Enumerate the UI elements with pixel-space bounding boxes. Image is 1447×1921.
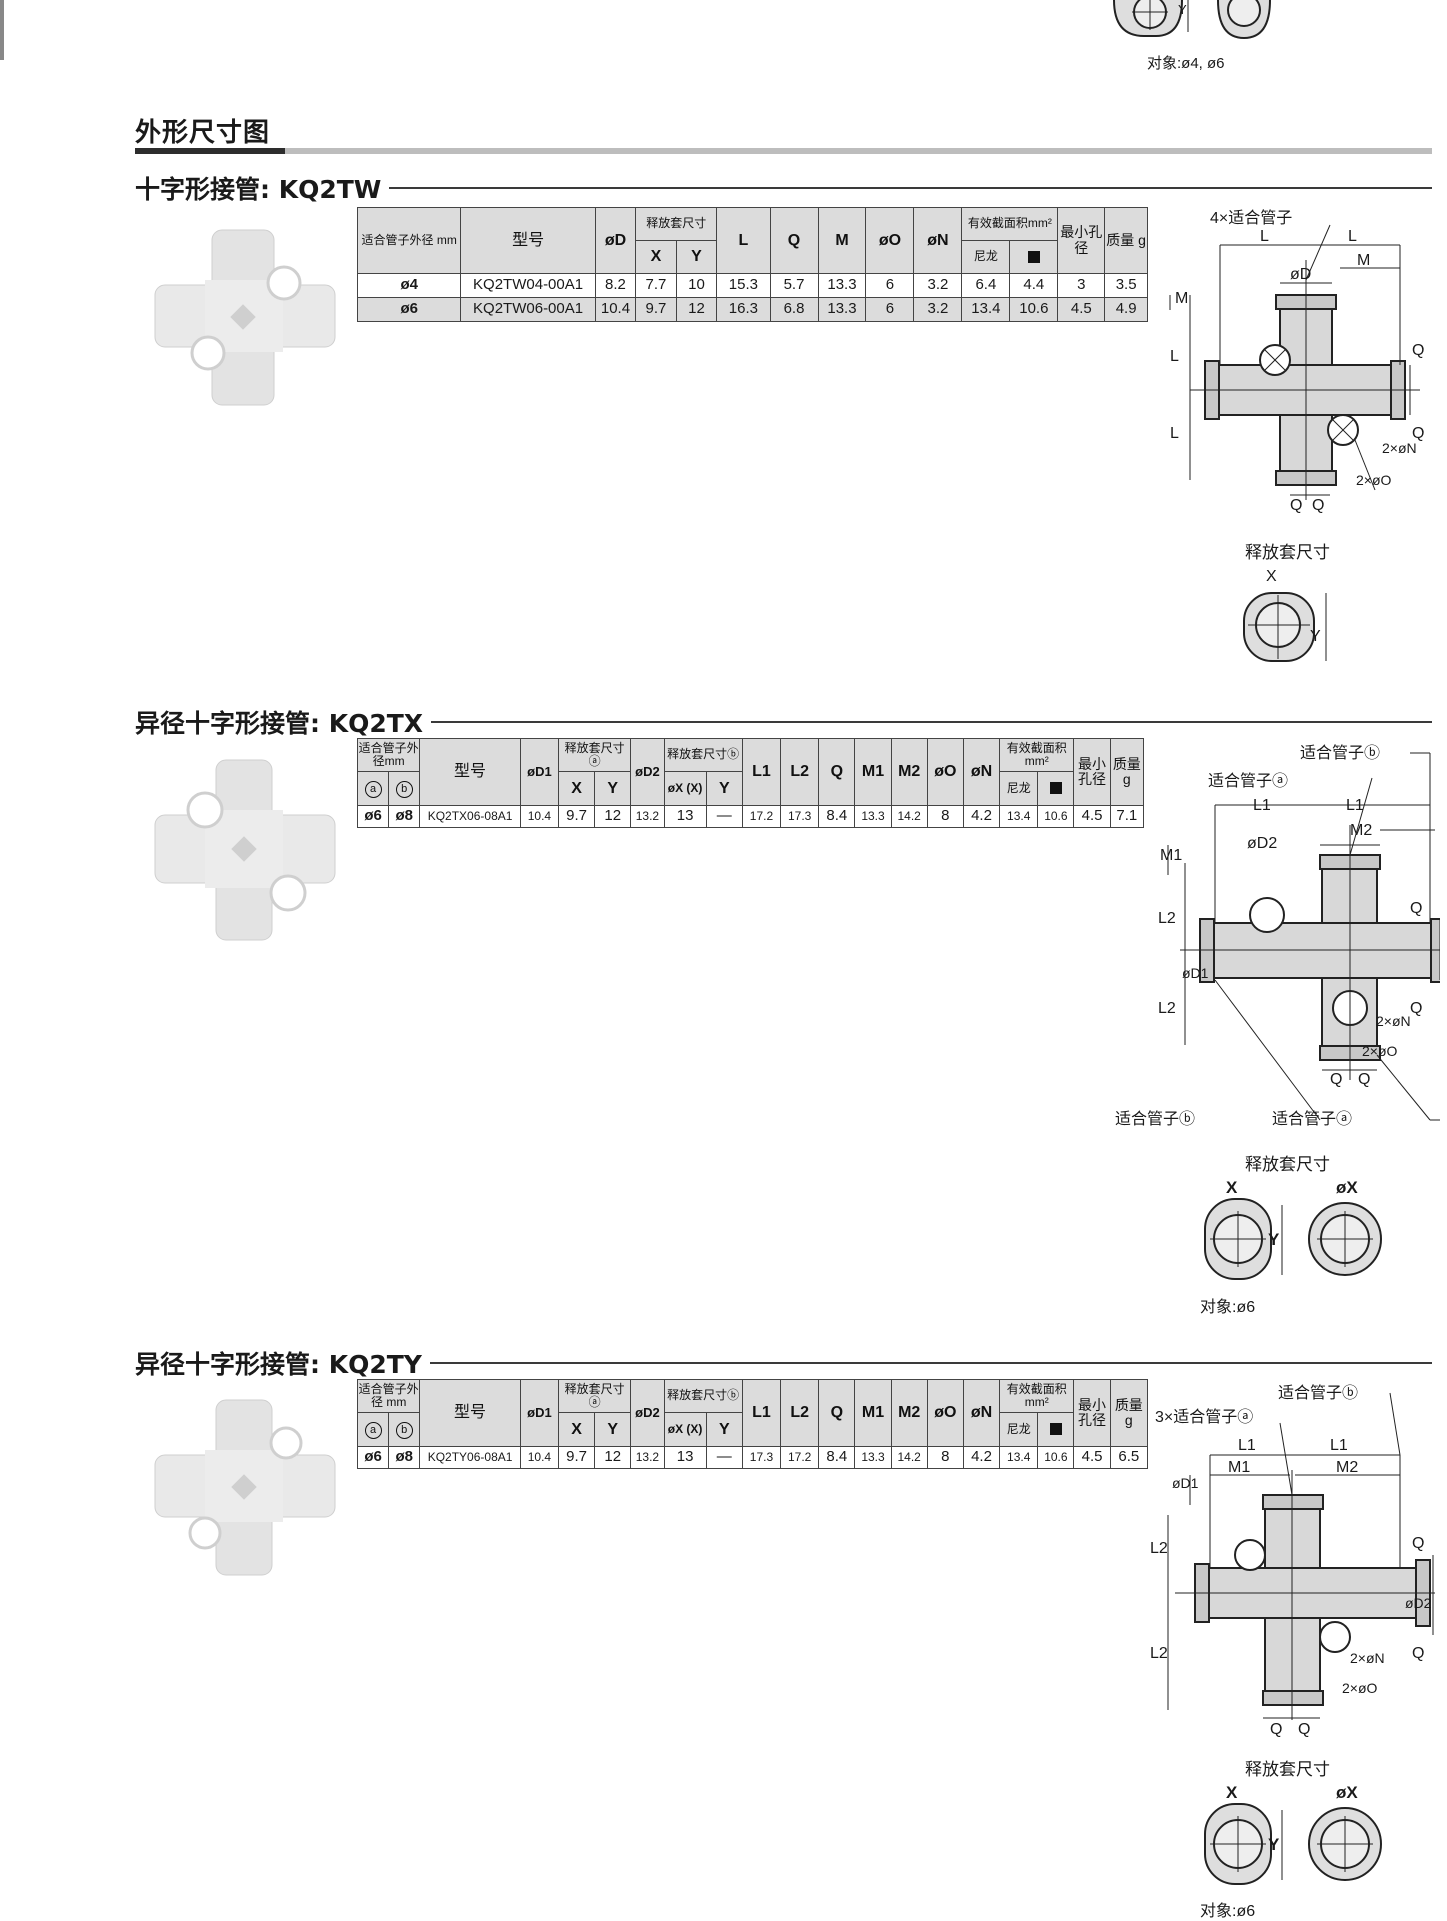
- spec-table-kq2tw: 适合管子外径 mm 型号 øD 释放套尺寸 L Q M øO øN 有效截面积m…: [356, 207, 1148, 322]
- tube-b-icon: b: [388, 1412, 421, 1447]
- product-photo-kq2ty: [154, 1399, 336, 1576]
- caption-kq2ty: 对象:ø6: [1200, 1903, 1256, 1920]
- top-release-sleeve-icons: [1113, 0, 1271, 40]
- header-o: øO: [865, 207, 915, 274]
- header-mass: 质量 g: [1104, 207, 1148, 274]
- release-title-kq2tw: 释放套尺寸: [1245, 543, 1330, 562]
- header-polyurethane-icon: [1009, 240, 1059, 274]
- release-sleeve-icon-kq2tw: [1243, 592, 1327, 662]
- header-polyurethane-icon: [1037, 771, 1075, 806]
- header-area: 有效截面积mm²: [961, 207, 1059, 241]
- top-caption: 对象:ø4, ø6: [1147, 55, 1225, 72]
- header-model: 型号: [460, 207, 596, 274]
- release-title-kq2ty: 释放套尺寸: [1245, 1760, 1330, 1779]
- header-y: Y: [675, 240, 718, 274]
- header-x: X: [635, 240, 677, 274]
- header-tube: 适合管子外径 mm: [356, 207, 462, 274]
- tube-b-icon: b: [388, 771, 421, 806]
- product-photo-kq2tw: [154, 229, 336, 406]
- top-y-label: Y: [1178, 2, 1187, 17]
- header-min-hole: 最小孔径: [1057, 207, 1106, 274]
- header-release: 释放套尺寸: [635, 207, 718, 241]
- section-title: 十字形接管: KQ2TW: [135, 175, 382, 204]
- title-rule: [135, 148, 1432, 154]
- header-tube: 适合管子外径mm: [356, 738, 421, 772]
- product-photo-kq2tx: [154, 759, 336, 941]
- technical-drawing-kq2tx: 适合管子ⓑ 适合管子ⓐ L1 L1 M2 øD2 M1 L2 L2 øD1 Q …: [1110, 735, 1440, 1135]
- release-title-kq2tx: 释放套尺寸: [1245, 1155, 1330, 1174]
- header-q: Q: [769, 207, 819, 274]
- technical-drawing-kq2ty: 适合管子ⓑ 3×适合管子ⓐ L1 L1 M1 M2 øD1 L2 L2 Q Q …: [1150, 1385, 1435, 1738]
- header-l: L: [716, 207, 771, 274]
- release-sleeve-icon-kq2tx: [1204, 1198, 1382, 1280]
- technical-drawing-kq2tw: 4×适合管子 L L M øD M L L Q Q Q Q 2×øN 2×øO: [1169, 210, 1425, 514]
- tube-a-icon: a: [356, 1412, 390, 1447]
- caption-kq2tx: 对象:ø6: [1200, 1299, 1256, 1316]
- header-polyurethane-icon: [1037, 1412, 1075, 1447]
- tube-a-icon: a: [356, 771, 390, 806]
- page-edge-mark: [0, 0, 4, 60]
- title-rule-accent: [135, 148, 285, 154]
- section-heading-kq2ty: 异径十字形接管: KQ2TY: [135, 1345, 1432, 1381]
- release-sleeve-icon-kq2ty: [1204, 1803, 1382, 1885]
- header-d: øD: [594, 207, 637, 274]
- header-m: M: [817, 207, 867, 274]
- header-nylon: 尼龙: [961, 240, 1011, 274]
- page-title: 外形尺寸图: [135, 118, 271, 148]
- header-n: øN: [913, 207, 963, 274]
- spec-table-kq2tx: 适合管子外径mm 型号 øD1 释放套尺寸ⓐ øD2 释放套尺寸ⓑ L1 L2 …: [356, 738, 1145, 828]
- spec-table-kq2ty: 适合管子外径 mm 型号 øD1 释放套尺寸ⓐ øD2 释放套尺寸ⓑ L1 L2…: [356, 1379, 1149, 1469]
- section-heading-kq2tx: 异径十字形接管: KQ2TX: [135, 704, 1432, 740]
- section-heading-kq2tw: 十字形接管: KQ2TW: [135, 170, 1432, 206]
